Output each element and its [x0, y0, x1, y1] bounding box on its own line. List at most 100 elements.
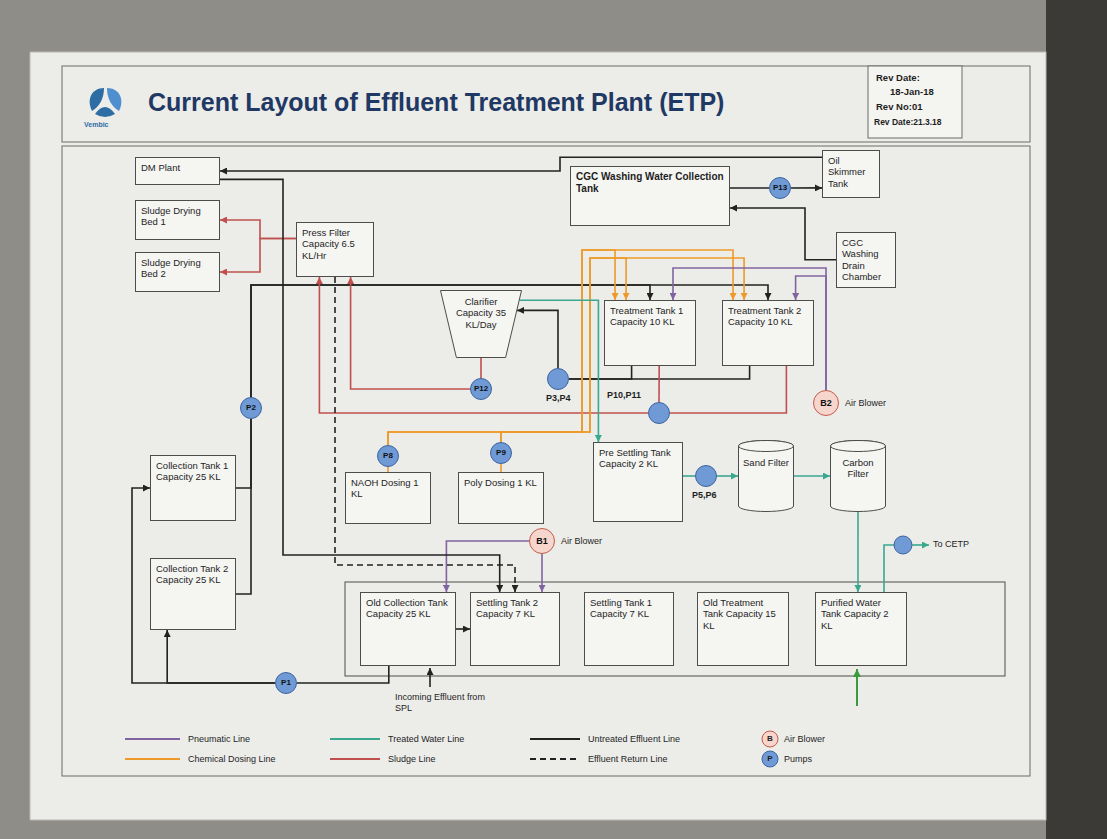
title-frame: [62, 66, 1030, 142]
legend-blower-sample: [762, 731, 778, 747]
filter-outline: [739, 441, 794, 512]
filter-top: [831, 441, 886, 452]
pump-label: P9: [491, 443, 511, 463]
pipe-line: [500, 464, 502, 472]
pump-symbol: P13: [769, 177, 791, 199]
legend-line-sample: [125, 758, 180, 760]
note-label: Incoming Effluent from SPL: [395, 692, 485, 714]
pump-symbol: P3,P4: [547, 368, 569, 390]
pump-symbol: P10,P11: [648, 402, 670, 424]
pump-symbol: P8: [377, 445, 399, 467]
tank-label: Clarifier Capacity 35 KL/Day: [454, 296, 508, 330]
pipe-line: [297, 666, 389, 683]
note-label: 18-Jan-18: [890, 86, 934, 97]
air-blower-symbol: B2Air Blower: [813, 390, 839, 416]
legend-entry: Untreated Effluent Line: [588, 733, 680, 745]
pump-symbol: P5,P6: [695, 465, 717, 487]
note-label: Rev Date:: [876, 72, 920, 83]
tank-label: Sludge Drying Bed 2: [141, 257, 214, 280]
pipe-line: [794, 475, 830, 477]
legend-line-sample: [125, 738, 180, 740]
pipe-line: [236, 419, 251, 488]
pipe-line: [520, 300, 599, 442]
pipe-line: [446, 541, 529, 592]
tank-box: Treatment Tank 1 Capacity 10 KL: [604, 300, 696, 366]
tank-label: CGC Washing Water Collection Tank: [576, 171, 724, 195]
note-label: P: [762, 753, 778, 765]
legend-entry: Pumps: [784, 753, 812, 765]
filter-outline: [831, 441, 886, 512]
return-arrow: [856, 669, 858, 706]
pipe-line: [569, 366, 632, 379]
legend-label: Chemical Dosing Line: [188, 754, 276, 764]
blower-caption: Air Blower: [845, 398, 886, 409]
tank-label: Oil Skimmer Tank: [828, 155, 874, 189]
tank-box: Pre Settling Tank Capacity 2 KL: [593, 442, 683, 522]
legend-label: Air Blower: [784, 734, 825, 744]
tank-box: Settling Tank 2 Capacity 7 KL: [470, 592, 560, 666]
tank-box: Oil Skimmer Tank: [822, 150, 880, 198]
tank-box: Collection Tank 1 Capacity 25 KL: [150, 455, 236, 521]
tank-box: DM Plant: [135, 157, 220, 185]
tank-box: Sludge Drying Bed 2: [135, 252, 220, 292]
pump-label: P13: [770, 178, 790, 198]
tank-box: Settling Tank 1 Capacity 7 KL: [584, 592, 674, 666]
logo-leaf: [90, 88, 104, 111]
pipe-line: [658, 366, 660, 402]
tank-label: NAOH Dosing 1 KL: [351, 477, 425, 500]
note-label: To CETP: [933, 539, 969, 549]
blower-label: B2: [814, 391, 838, 415]
tank-label: Collection Tank 2 Capacity 25 KL: [156, 563, 230, 586]
tank-label: Treatment Tank 2 Capacity 10 KL: [728, 305, 808, 328]
pipe-line: [388, 250, 733, 445]
poster-sheet: [30, 52, 1046, 820]
tank-label: CGC Washing Drain Chamber: [842, 237, 890, 283]
note-label: Rev No:01: [876, 101, 922, 112]
pipe-line: [251, 285, 768, 397]
blower-label: B1: [530, 529, 554, 553]
tank-box: Old Treatment Tank Capacity 15 KL: [697, 592, 789, 666]
legend-label: Pneumatic Line: [188, 734, 250, 744]
tank-label: Sludge Drying Bed 1: [141, 205, 214, 228]
filter-top: [739, 441, 794, 452]
pipe-line: [717, 475, 738, 477]
note-label: B: [762, 733, 778, 745]
logo-leaf: [95, 107, 115, 117]
legend-line-sample: [330, 758, 380, 760]
legend-label: Treated Water Line: [388, 734, 464, 744]
note-label: Vembic: [84, 121, 109, 128]
filter-vessel: Carbon Filter: [830, 440, 886, 512]
tank-box: CGC Washing Water Collection Tank: [570, 166, 730, 226]
legend-label: Effluent Return Line: [588, 754, 667, 764]
tank-label: Press Filter Capacity 6.5 KL/Hr: [302, 227, 368, 261]
legend-label: Pumps: [784, 754, 812, 764]
legend-entry: Treated Water Line: [388, 733, 464, 745]
pump-label: P12: [471, 379, 491, 399]
pump-label: P2: [241, 398, 261, 418]
legend-line-sample: [530, 758, 580, 760]
tank-box: Press Filter Capacity 6.5 KL/Hr: [296, 222, 374, 277]
pump-label: P5,P6: [692, 490, 717, 501]
tank-label: Purified Water Tank Capacity 2 KL: [821, 597, 901, 631]
tank-box: NAOH Dosing 1 KL: [345, 472, 431, 524]
tank-box: Purified Water Tank Capacity 2 KL: [815, 592, 907, 666]
pipe-line: [857, 512, 859, 592]
pipe-line: [335, 277, 515, 592]
legend-entry: Air Blower: [784, 733, 825, 745]
legend-label: Sludge Line: [388, 754, 436, 764]
pipe-line: [220, 239, 296, 273]
tank-box: Poly Dosing 1 KL: [458, 472, 544, 524]
legend-pump-sample: [762, 751, 778, 767]
pump-label: P10,P11: [607, 390, 641, 401]
revision-box: [868, 66, 962, 138]
legend-entry: Effluent Return Line: [588, 753, 667, 765]
tank-label: DM Plant: [141, 162, 214, 173]
pipe-line: [791, 187, 822, 189]
pipe-line: [220, 220, 296, 239]
pump-label: P1: [276, 673, 296, 693]
note-label: Rev Date:21.3.18: [874, 117, 942, 127]
tank-label: Collection Tank 1 Capacity 25 KL: [156, 460, 230, 483]
pump-symbol: P1: [275, 672, 297, 694]
air-blower-symbol: B1Air Blower: [529, 528, 555, 554]
